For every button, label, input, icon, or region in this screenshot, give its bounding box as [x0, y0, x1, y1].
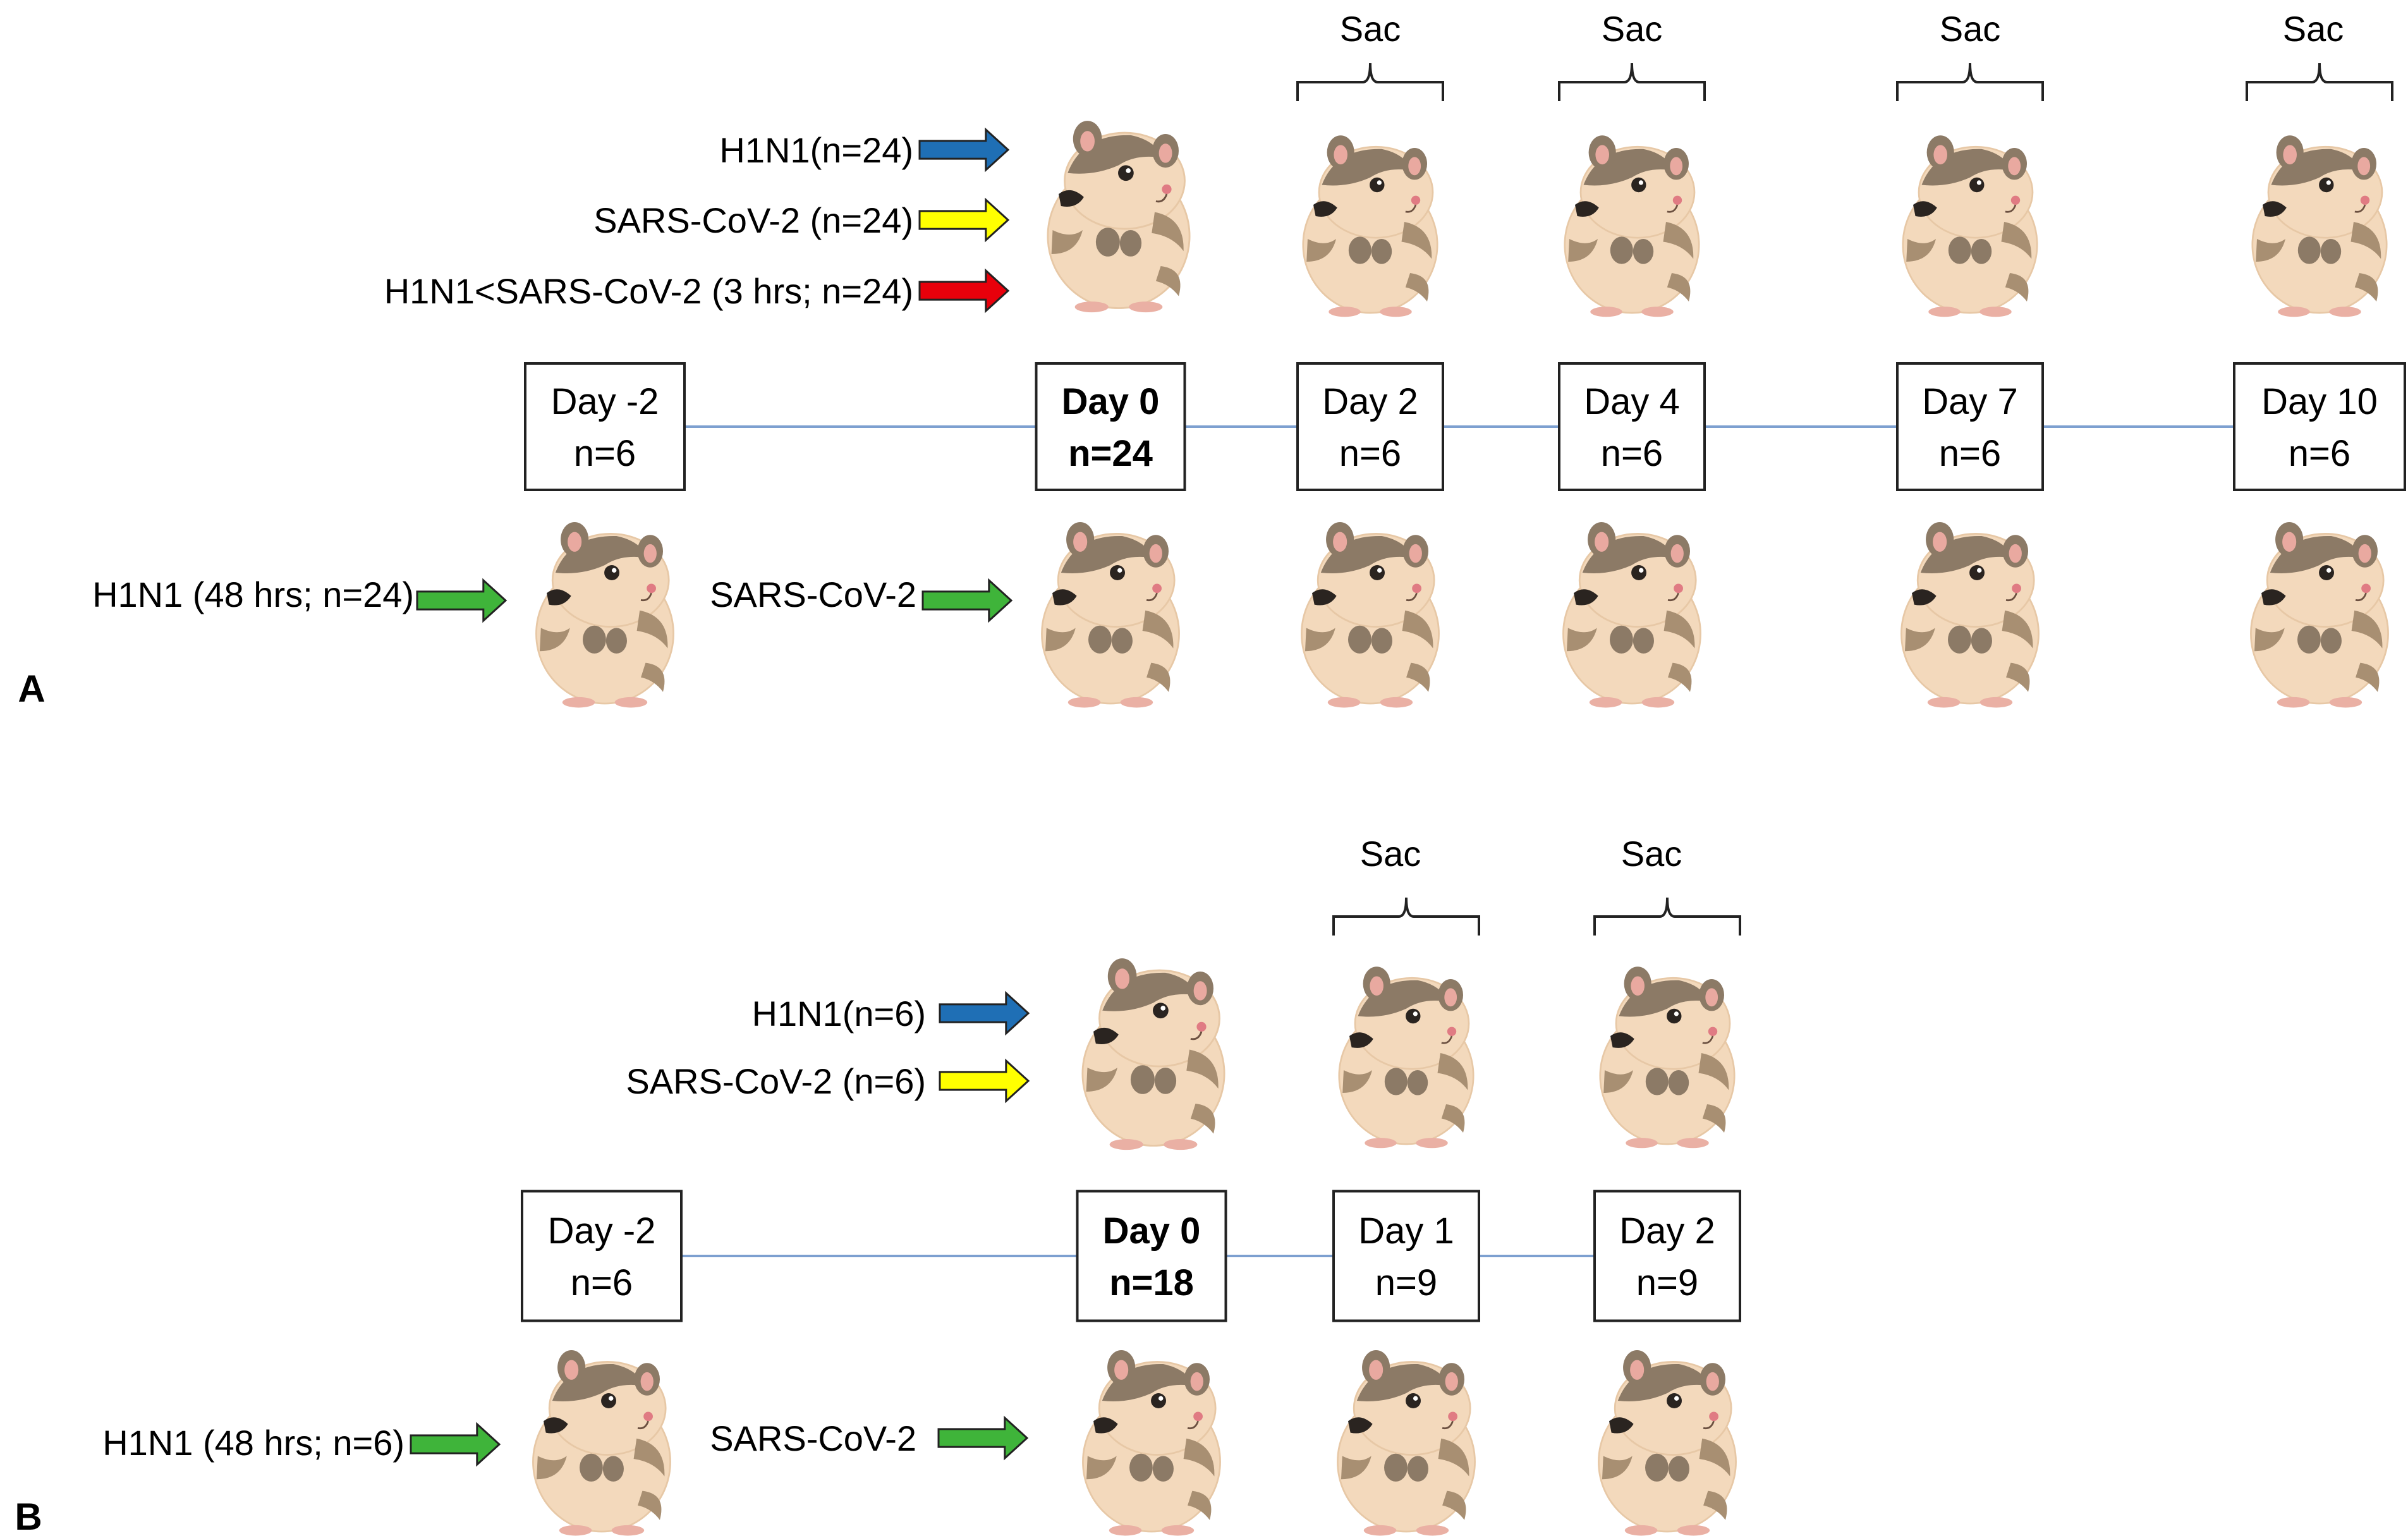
day-label: Day 1 — [1358, 1210, 1454, 1252]
arrow-label: H1N1 (48 hrs; n=24) — [92, 575, 414, 614]
group-size-label: n=6 — [571, 1262, 633, 1303]
day-label: Day 0 — [1103, 1210, 1201, 1252]
group-size-label: n=6 — [1339, 433, 1401, 474]
hamster-icon — [1338, 965, 1475, 1149]
legend-arrow-icon — [939, 1058, 1030, 1104]
sac-label: Sac — [1340, 9, 1401, 49]
group-size-label: n=6 — [1601, 433, 1663, 474]
day-label: Day 10 — [2261, 381, 2378, 422]
day-box — [2233, 362, 2406, 491]
hamster-icon — [1337, 1349, 1476, 1536]
day-box — [1558, 362, 1706, 491]
sac-bracket-icon — [1332, 896, 1480, 937]
hamster-icon — [1301, 521, 1440, 709]
day-label: Day 7 — [1922, 381, 2018, 422]
legend-label: H1N1(n=6) — [752, 994, 926, 1033]
panel-letter-a: A — [18, 667, 45, 710]
arrow-label: SARS-CoV-2 — [710, 575, 916, 614]
day-box — [1332, 1190, 1480, 1322]
day-box — [1076, 1190, 1227, 1322]
group-size-label: n=6 — [574, 433, 636, 474]
group-size-label: n=9 — [1636, 1262, 1698, 1303]
hamster-icon — [1562, 521, 1701, 709]
day-box — [524, 362, 686, 491]
sac-bracket-icon — [1896, 62, 2044, 102]
hamster-icon — [1047, 119, 1191, 314]
day-label: Day 4 — [1584, 381, 1680, 422]
sac-label: Sac — [2283, 9, 2344, 49]
day-box — [521, 1190, 683, 1322]
day-box — [1896, 362, 2044, 491]
legend-arrow-icon — [918, 127, 1010, 173]
sac-label: Sac — [1602, 9, 1663, 49]
legend-label: SARS-CoV-2 (n=6) — [626, 1061, 926, 1101]
arrow-label: H1N1 (48 hrs; n=6) — [102, 1423, 404, 1463]
day-label: Day 2 — [1619, 1210, 1715, 1252]
sac-label: Sac — [1621, 834, 1682, 874]
green-arrow-icon — [937, 1415, 1029, 1461]
day-label: Day -2 — [548, 1210, 656, 1252]
hamster-icon — [1598, 1349, 1737, 1536]
hamster-icon — [1081, 957, 1225, 1151]
sac-bracket-icon — [2246, 62, 2393, 102]
sac-bracket-icon — [1296, 62, 1444, 102]
day-box — [1035, 362, 1186, 491]
day-label: Day -2 — [551, 381, 659, 422]
hamster-icon — [532, 1349, 671, 1536]
day-box — [1296, 362, 1444, 491]
day-label: Day 0 — [1062, 381, 1160, 422]
legend-arrow-icon — [918, 197, 1010, 243]
green-arrow-icon — [921, 578, 1013, 623]
sac-bracket-icon — [1593, 896, 1741, 937]
legend-label: SARS-CoV-2 (n=24) — [593, 200, 913, 240]
group-size-label: n=18 — [1109, 1262, 1194, 1303]
green-arrow-icon — [410, 1422, 501, 1467]
day-box — [1593, 1190, 1741, 1322]
hamster-icon — [1900, 521, 2040, 709]
legend-label: H1N1(n=24) — [719, 130, 913, 170]
arrow-label: SARS-CoV-2 — [710, 1418, 916, 1458]
hamster-icon — [1082, 1349, 1221, 1536]
green-arrow-icon — [416, 578, 508, 623]
hamster-icon — [1902, 134, 2038, 318]
hamster-icon — [535, 521, 674, 709]
sac-label: Sac — [1360, 834, 1421, 874]
hamster-icon — [1041, 521, 1180, 709]
group-size-label: n=6 — [1939, 433, 2001, 474]
group-size-label: n=9 — [1375, 1262, 1437, 1303]
sac-bracket-icon — [1558, 62, 1706, 102]
hamster-icon — [1564, 134, 1700, 318]
group-size-label: n=24 — [1068, 433, 1153, 474]
legend-arrow-icon — [939, 990, 1030, 1036]
group-size-label: n=6 — [2289, 433, 2350, 474]
hamster-icon — [1302, 134, 1438, 318]
legend-label: H1N1<SARS-CoV-2 (3 hrs; n=24) — [384, 271, 913, 311]
day-label: Day 2 — [1322, 381, 1418, 422]
legend-arrow-icon — [918, 268, 1010, 314]
sac-label: Sac — [1940, 9, 2001, 49]
hamster-icon — [2251, 134, 2388, 318]
hamster-icon — [1599, 965, 1736, 1149]
hamster-icon — [2250, 521, 2389, 709]
panel-letter-b: B — [15, 1496, 42, 1536]
